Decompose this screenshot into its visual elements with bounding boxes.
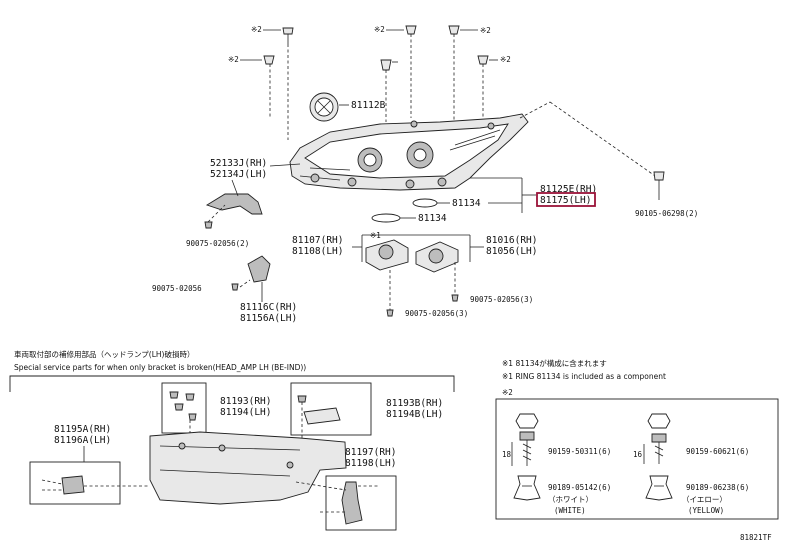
notes: ※1 81134が構成に含まれます ※1 RING 81134 is inclu… [502, 358, 666, 397]
part-highlight-box [536, 192, 596, 207]
mark2-note: ※2 [502, 388, 513, 397]
figure-id: 81821TF [740, 533, 772, 542]
color-label-yellow-jp: （イエロー） [682, 495, 727, 504]
part-label-52133J: 52133J(RH) [210, 158, 267, 169]
part-label-81016: 81016(RH) [486, 235, 537, 246]
part-label-81175: 81175(LH) [540, 195, 591, 206]
part-label-81193: 81193(RH) [220, 396, 271, 407]
part-label-90075c: 90075-02056(3) [470, 295, 533, 304]
part-label-90159a: 90159-50311(6) [548, 447, 611, 456]
part-label-81134b: 81134 [418, 213, 447, 224]
part-label-90189a: 90189-05142(6) [548, 483, 611, 492]
mark2-label: ※2 [374, 25, 385, 34]
subbox-81197 [325, 475, 397, 531]
lamp-label-group: 81125E(RH) 81175(LH) [470, 177, 597, 213]
part-label-90075d: 90075-02056(3) [405, 309, 468, 318]
color-label-white-en: (WHITE) [554, 506, 586, 515]
part-label-81107: 81107(RH) [292, 235, 343, 246]
part-label-81194B: 81194B(LH) [386, 409, 443, 420]
part-label-81195A: 81195A(RH) [54, 424, 111, 435]
part-label-90159b: 90159-60621(6) [686, 447, 749, 456]
part-label-81156A: 81156A(LH) [240, 313, 297, 324]
note1-jp: ※1 81134が構成に含まれます [502, 358, 607, 368]
top-bolt-right: ※2 ※2 [448, 25, 511, 125]
color-label-white-jp: （ホワイト） [548, 495, 593, 504]
part-label-90075a: 90075-02056(2) [186, 239, 249, 248]
part-label-81056: 81056(LH) [486, 246, 537, 257]
mark2-label: ※2 [228, 55, 239, 64]
service-title-en: Special service parts for when only brac… [14, 363, 306, 372]
part-label-81116C: 81116C(RH) [240, 302, 297, 313]
dim-label-18: 18 [502, 450, 512, 459]
part-label-81197: 81197(RH) [345, 447, 396, 458]
part-label-81196A: 81196A(LH) [54, 435, 111, 446]
service-section: 車両取付部の補修用部品（ヘッドランプ(LH)破損時） Special servi… [9, 349, 455, 531]
dim-label-16: 16 [633, 450, 643, 459]
service-title-jp: 車両取付部の補修用部品（ヘッドランプ(LH)破損時） [14, 349, 194, 359]
subbox-81195A [29, 461, 121, 505]
headlamp-assembly [289, 113, 529, 191]
top-bolt-center: ※2 [374, 25, 417, 122]
note1-en: ※1 RING 81134 is included as a component [502, 372, 666, 381]
part-label-52134J: 52134J(LH) [210, 169, 267, 180]
mark2-label: ※2 [480, 26, 491, 35]
subbox-81193 [161, 382, 207, 434]
subbox-81193B [290, 382, 372, 436]
part-label-90189b: 90189-06238(6) [686, 483, 749, 492]
part-label-81193B: 81193B(RH) [386, 398, 443, 409]
part-label-81112B: 81112B [351, 100, 386, 111]
top-bolt-left: ※2 ※2 [228, 25, 294, 140]
main-diagram: ※2 ※2 ※2 ※2 ※2 [152, 25, 698, 324]
part-label-81108: 81108(LH) [292, 246, 343, 257]
leveling-motors: 81107(RH) 81108(LH) ※1 81016(RH) 81056(L… [292, 231, 537, 312]
bolt-90075-02056-2: 90075-02056(2) [186, 204, 249, 248]
bracket-81116C: 90075-02056 81116C(RH) 81156A(LH) 90075-… [152, 255, 533, 324]
screw-90105: 90105-06298(2) [519, 101, 698, 218]
part-label-81194: 81194(LH) [220, 407, 271, 418]
part-label-81134a: 81134 [452, 198, 481, 209]
ring-81134: 81134 81134 [371, 198, 481, 224]
cap-81112B: 81112B [309, 92, 386, 122]
legend-box [495, 398, 779, 520]
mark1-label: ※1 [370, 231, 381, 240]
mark2-label: ※2 [500, 55, 511, 64]
part-label-90105: 90105-06298(2) [635, 209, 698, 218]
part-label-81125E: 81125E(RH) [540, 184, 597, 195]
part-label-81198: 81198(LH) [345, 458, 396, 469]
bracket-plate [149, 431, 347, 505]
fastener-legend: 18 90159-50311(6) 16 90159-60621(6) 9018… [495, 398, 779, 520]
mark2-label: ※2 [251, 25, 262, 34]
bracket-52133J: 52133J(RH) 52134J(LH) [205, 158, 301, 215]
part-label-90075b: 90075-02056 [152, 284, 202, 293]
color-label-yellow-en: (YELLOW) [688, 506, 724, 515]
